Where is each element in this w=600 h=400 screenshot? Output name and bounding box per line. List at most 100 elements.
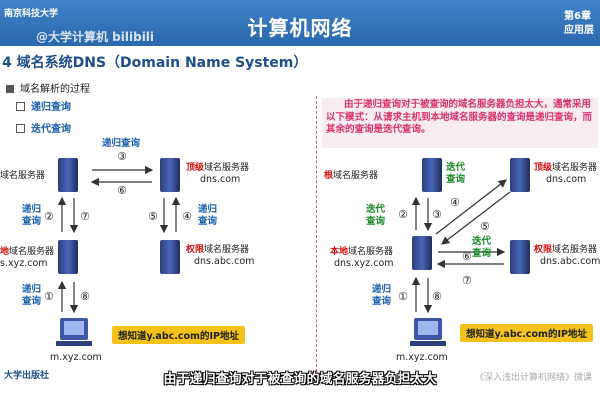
edge-label: 递归查询 <box>372 284 391 308</box>
edge-label-line: 迭代 <box>446 162 466 173</box>
video-subtitle: 由于递归查询对于被查询的域名服务器负担太大 <box>163 372 437 387</box>
host-domain: m.xyz.com <box>50 352 102 363</box>
edge-label-line: 查询 <box>366 216 386 227</box>
auth-server-label: 权限域名服务器 <box>534 242 597 255</box>
diagram-divider <box>316 96 317 372</box>
bullet-text: 域名解析的过程 <box>20 84 90 95</box>
server-icon <box>510 158 530 192</box>
auth-label-emphasis: 权限 <box>186 245 205 255</box>
local-label-emphasis: 地 <box>0 247 10 257</box>
tld-label-rest: 域名服务器 <box>204 163 250 173</box>
header-bar: 南京科技大学 @大学计算机 bilibili 计算机网络 第6章 应用层 <box>0 0 600 46</box>
option-recursive[interactable]: 递归查询 <box>16 98 71 113</box>
query-callout: 想知道y.abc.com的IP地址 <box>460 324 593 342</box>
chapter-number: 第6章 <box>564 11 591 22</box>
edge-label-line: 查询 <box>472 248 492 259</box>
checkbox-icon[interactable] <box>16 102 25 111</box>
step-8: ⑧ <box>80 290 90 303</box>
local-label-emphasis: 本地 <box>330 247 349 257</box>
bullet-heading: 域名解析的过程 <box>6 80 90 95</box>
edge-label-line: 查询 <box>446 174 466 185</box>
server-icon <box>422 158 442 192</box>
step-6: ⑥ <box>117 184 127 197</box>
edge-label: 迭代查询 <box>472 236 491 260</box>
slide-title: 计算机网络 <box>247 16 353 40</box>
source-credit: 《深入浅出计算机网络》微课 <box>474 373 592 383</box>
auth-label-emphasis: 权限 <box>534 245 553 255</box>
option-iterative[interactable]: 迭代查询 <box>16 120 71 135</box>
step-4: ④ <box>450 196 460 209</box>
auth-label-rest: 域名服务器 <box>552 245 598 255</box>
root-server-label: 根域名服务器 <box>324 168 378 181</box>
edge-label-line: 迭代 <box>472 236 492 247</box>
tld-server-label: 顶级域名服务器 <box>534 160 597 173</box>
tld-label-emphasis: 顶级 <box>534 163 553 173</box>
edge-label-line: 递归 <box>22 204 42 215</box>
step-1: ① <box>44 290 54 303</box>
root-label-emphasis: 根 <box>324 171 334 181</box>
edge-label-line: 查询 <box>372 296 392 307</box>
step-8: ⑧ <box>432 290 442 303</box>
checkbox-icon[interactable] <box>16 124 25 133</box>
local-label-rest: 域名服务器 <box>9 247 55 257</box>
step-3: ③ <box>432 208 442 221</box>
step-7: ⑦ <box>80 210 90 223</box>
local-label-rest: 域名服务器 <box>348 247 394 257</box>
server-icon <box>58 158 78 192</box>
auth-domain: dns.abc.com <box>194 256 255 267</box>
bullet-square-icon <box>6 85 14 93</box>
chapter-label: 第6章 应用层 <box>564 10 598 38</box>
computer-icon <box>410 318 446 346</box>
step-5: ⑤ <box>480 220 490 233</box>
publisher-logo: 大学出版社 <box>4 371 50 381</box>
step-7: ⑦ <box>462 274 472 287</box>
edge-label-line: 递归 <box>198 204 218 215</box>
option-label: 迭代查询 <box>31 124 71 135</box>
server-icon <box>510 240 530 274</box>
edge-label: 迭代查询 <box>446 162 465 186</box>
university-logo: 南京科技大学 <box>4 9 59 19</box>
edge-label: 迭代查询 <box>366 204 385 228</box>
edge-label-line: 查询 <box>22 296 42 307</box>
step-4: ④ <box>182 210 192 223</box>
step-5: ⑤ <box>148 210 158 223</box>
edge-label-line: 迭代 <box>366 204 386 215</box>
section-title: 4 域名系统DNS（Domain Name System） <box>2 55 308 71</box>
explanation-note: 由于递归查询对于被查询的域名服务器负担太大，通常采用以下模式：从请求主机到本地域… <box>322 98 598 148</box>
edge-label: 递归查询 <box>198 204 217 228</box>
local-domain: dns.xyz.com <box>334 258 394 269</box>
local-domain: s.xyz.com <box>0 258 48 269</box>
tld-server-label: 顶级域名服务器 <box>186 160 249 173</box>
root-server-label: 域名服务器 <box>0 171 46 181</box>
edge-label: 递归查询 <box>102 138 141 149</box>
local-server-label: 地域名服务器 <box>0 244 54 257</box>
option-label: 递归查询 <box>31 102 71 113</box>
computer-icon <box>56 318 92 346</box>
watermark: @大学计算机 bilibili <box>36 30 155 44</box>
step-2: ② <box>44 210 54 223</box>
step-1: ① <box>398 290 408 303</box>
auth-domain: dns.abc.com <box>540 256 600 267</box>
query-callout: 想知道y.abc.com的IP地址 <box>112 326 245 344</box>
edge-label: 递归查询 <box>22 284 41 308</box>
server-icon <box>160 158 180 192</box>
root-label-rest: 域名服务器 <box>333 171 379 181</box>
auth-label-rest: 域名服务器 <box>204 245 250 255</box>
host-domain: m.xyz.com <box>396 352 448 363</box>
tld-domain: dns.com <box>200 174 241 185</box>
chapter-name: 应用层 <box>564 25 594 36</box>
edge-label-line: 查询 <box>22 216 42 227</box>
auth-server-label: 权限域名服务器 <box>186 242 249 255</box>
server-icon <box>412 236 432 270</box>
edge-label-line: 查询 <box>198 216 218 227</box>
edge-label-line: 递归 <box>372 284 392 295</box>
step-3: ③ <box>117 150 127 163</box>
server-icon <box>160 240 180 274</box>
tld-label-emphasis: 顶级 <box>186 163 205 173</box>
edge-label-line: 递归 <box>22 284 42 295</box>
tld-label-rest: 域名服务器 <box>552 163 598 173</box>
tld-domain: dns.com <box>546 174 587 185</box>
server-icon <box>58 240 78 274</box>
local-server-label: 本地域名服务器 <box>330 244 393 257</box>
